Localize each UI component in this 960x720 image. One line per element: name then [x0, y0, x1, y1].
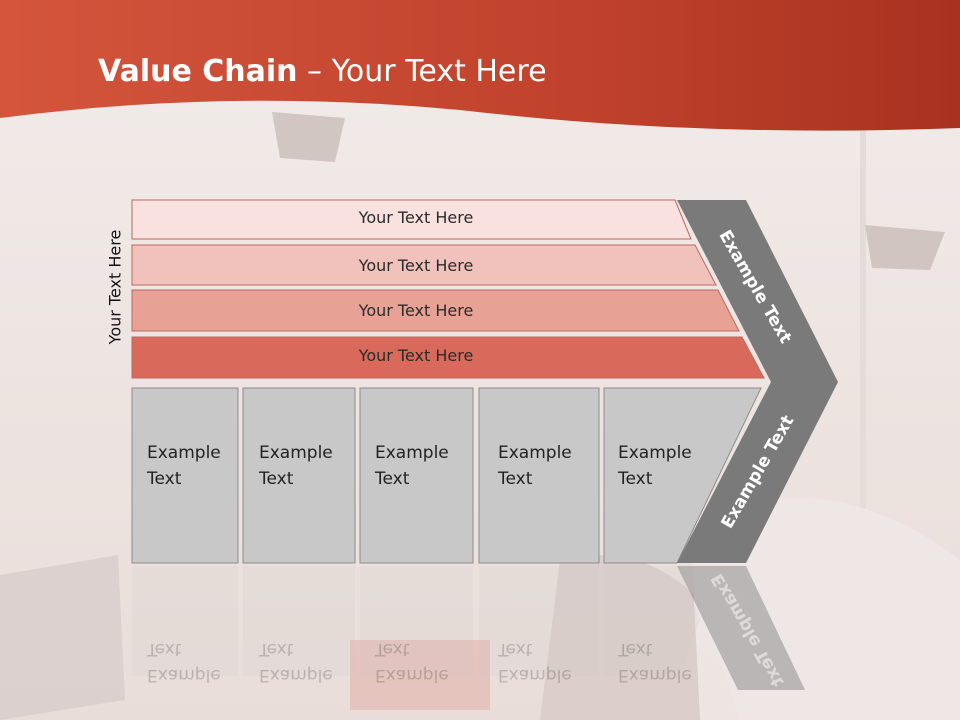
- box-4-line2: Text: [498, 469, 533, 489]
- chevron-reflection: [677, 566, 805, 690]
- box-1-line1: Example: [147, 443, 221, 463]
- box-1-reflection-line1: Example: [147, 665, 221, 685]
- box-4: [478, 387, 600, 564]
- chevron-top: [677, 200, 838, 382]
- box-3-reflection-line2: Text: [375, 639, 410, 659]
- box-5-reflection-line1: Example: [618, 665, 692, 685]
- box-2-reflection-line1: Example: [259, 665, 333, 685]
- slide-title: Value Chain – Your Text Here: [98, 54, 547, 89]
- band-2-label: Your Text Here: [358, 256, 474, 275]
- band-2: [131, 244, 717, 286]
- box-3-line1: Example: [375, 443, 449, 463]
- box-2-line1: Example: [259, 443, 333, 463]
- box-5-reflection-line2: Text: [618, 639, 653, 659]
- box-4-line1: Example: [498, 443, 572, 463]
- box-3-line2: Text: [375, 469, 410, 489]
- box-5-reflection: Example Text: [618, 636, 692, 688]
- band-4: [131, 336, 765, 379]
- box-2: [242, 387, 356, 564]
- box-3-reflection: Example Text: [375, 636, 449, 688]
- header-band: [0, 0, 960, 131]
- box-2-reflection: Example Text: [259, 636, 333, 688]
- box-4-reflection: Example Text: [498, 636, 572, 688]
- box-2-reflection-line2: Text: [259, 639, 294, 659]
- title-bold: Value Chain: [98, 54, 298, 89]
- box-1-line2: Text: [147, 469, 182, 489]
- band-1-label: Your Text Here: [358, 208, 474, 227]
- box-5-line1: Example: [618, 443, 692, 463]
- box-3: [359, 387, 474, 564]
- band-3-label: Your Text Here: [358, 301, 474, 320]
- band-1: [131, 199, 692, 240]
- band-4-label: Your Text Here: [358, 346, 474, 365]
- reflection: [132, 566, 700, 676]
- box-2-line2: Text: [259, 469, 294, 489]
- box-1-reflection-line2: Text: [147, 639, 182, 659]
- band-3: [131, 289, 740, 332]
- box-4-reflection-line1: Example: [498, 665, 572, 685]
- box-5-line2: Text: [618, 469, 653, 489]
- title-rest: – Your Text Here: [297, 54, 547, 89]
- box-1: [131, 387, 239, 564]
- box-3-reflection-line1: Example: [375, 665, 449, 685]
- box-4-reflection-line2: Text: [498, 639, 533, 659]
- chevron-bottom: [677, 382, 838, 563]
- box-1-reflection: Example Text: [147, 636, 221, 688]
